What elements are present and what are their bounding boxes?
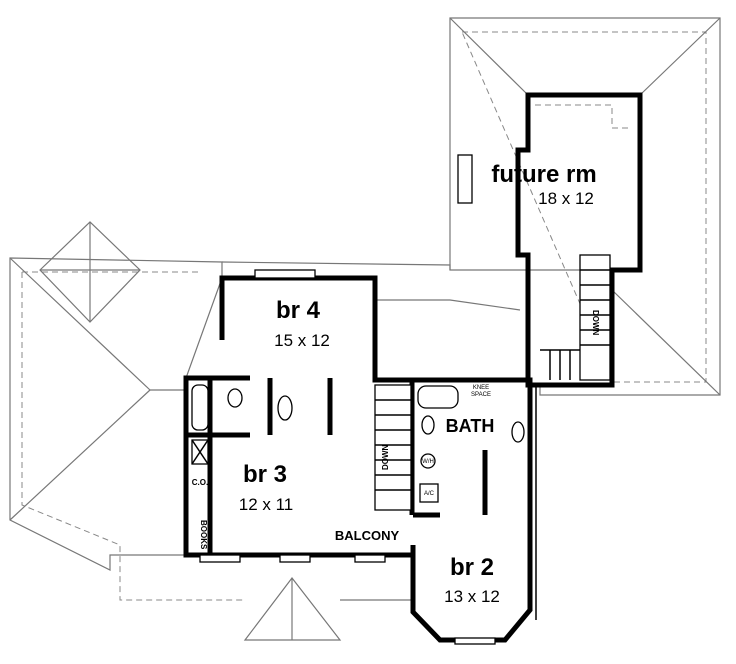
- knee-space-label-2: SPACE: [471, 392, 491, 398]
- br2-size: 13 x 12: [444, 587, 500, 606]
- balcony-label: BALCONY: [335, 528, 400, 543]
- knee-space-label-1: KNEE: [473, 385, 489, 391]
- br3-name: br 3: [243, 461, 287, 488]
- ac-label: A/C: [424, 491, 435, 497]
- future-stairs: [579, 254, 611, 381]
- books-label: BOOKS: [199, 520, 208, 550]
- closet-label: C.O.: [192, 478, 208, 487]
- future-room-size: 18 x 12: [538, 189, 594, 208]
- br2-name: br 2: [450, 554, 494, 581]
- bath-label: BATH: [446, 416, 495, 436]
- future-stairs-down-label: DOWN: [591, 310, 600, 336]
- future-room: DOWN future rm 18 x 12: [457, 92, 643, 388]
- br4-name: br 4: [276, 297, 321, 324]
- future-stair-treads: [540, 269, 610, 380]
- water-heater-label: W/H: [422, 459, 434, 465]
- main-stairs-down-label: DOWN: [381, 444, 390, 470]
- br3-size: 12 x 11: [239, 495, 294, 514]
- future-room-name: future rm: [491, 161, 596, 188]
- br4-size: 15 x 12: [274, 331, 330, 350]
- fixtures: [191, 384, 525, 503]
- main-walls: [183, 269, 537, 645]
- main-stairs: DOWN: [374, 384, 412, 511]
